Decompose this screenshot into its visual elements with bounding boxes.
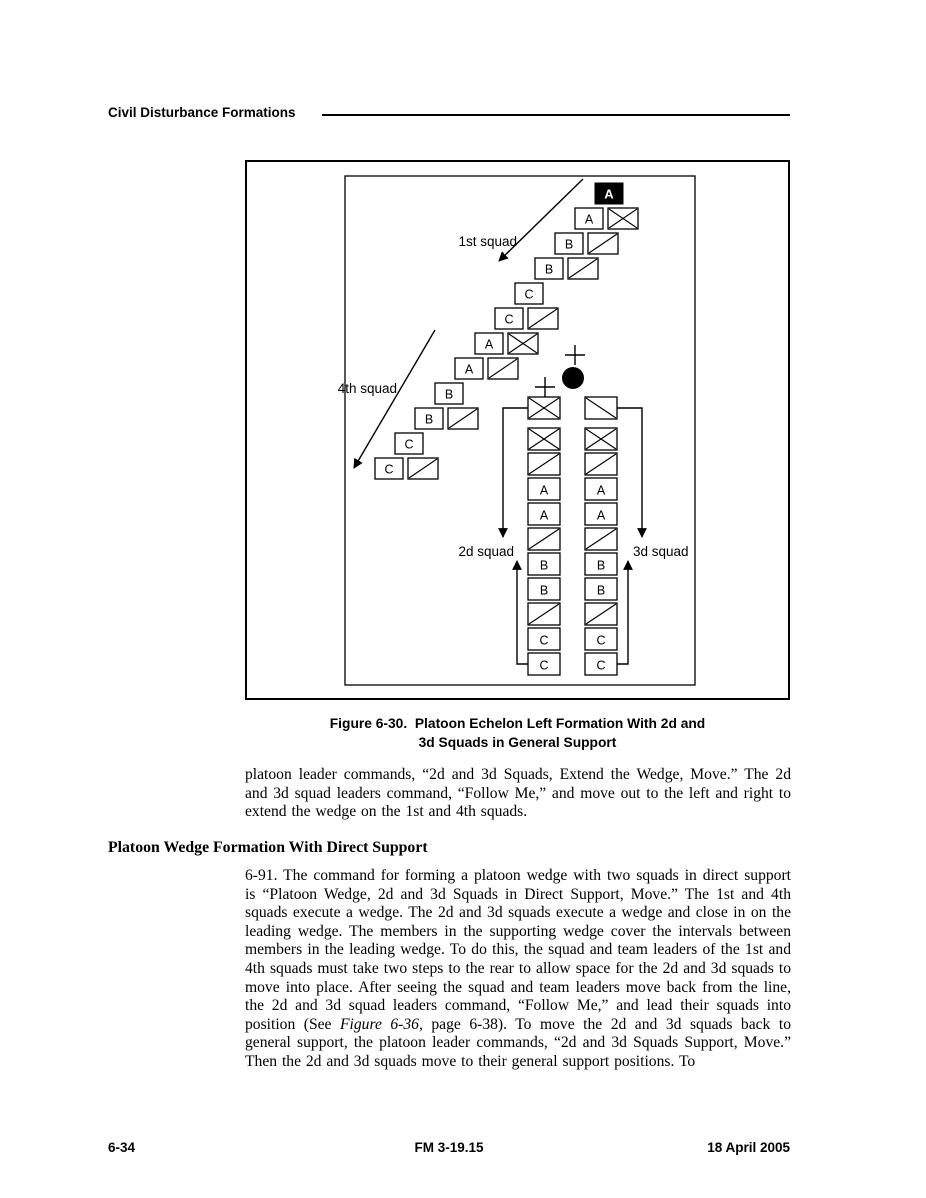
document-number: FM 3-19.15 (414, 1140, 484, 1155)
header-rule (322, 114, 790, 117)
unit-letter: B (545, 263, 553, 277)
figure-caption-line2: 3d Squads in General Support (418, 735, 617, 750)
paragraph-6-91-text-after: page 6-38). To move the 2d and 3d squads… (245, 1015, 791, 1070)
unit-letter: A (585, 213, 594, 227)
unit-box (494, 307, 524, 330)
3d-squad-right-up-arrow (617, 560, 633, 665)
x-mark (508, 333, 538, 354)
publication-date: 18 April 2005 (707, 1140, 790, 1155)
figure-caption: Figure 6-30. Platoon Echelon Left Format… (245, 714, 790, 752)
unit-box (584, 552, 618, 576)
diagonal-mark (488, 358, 518, 379)
unit-letter: C (524, 288, 533, 302)
unit-letter: A (485, 338, 494, 352)
unit-letter: A (540, 484, 549, 498)
x-mark (528, 428, 560, 450)
unit-box (527, 502, 561, 526)
3d-squad-right-down-arrow (617, 407, 647, 538)
unit-letter: B (540, 559, 548, 573)
unit-letter: C (384, 463, 393, 477)
unit-letter: B (540, 584, 548, 598)
diagonal-mark (585, 603, 617, 625)
diagonal-mark (568, 258, 598, 279)
unit-box (584, 477, 618, 501)
unit-box (434, 382, 464, 405)
x-mark (528, 397, 560, 419)
unit-box (584, 627, 618, 651)
label-2d-squad: 2d squad (458, 544, 514, 559)
unit-box (554, 232, 584, 255)
unit-letter: A (597, 484, 606, 498)
figure-6-36-reference: Figure 6-36, (340, 1015, 423, 1033)
unit-letter: A (597, 509, 606, 523)
paragraph-continuation: platoon leader commands, “2d and 3d Squa… (245, 766, 791, 821)
unit-box (584, 577, 618, 601)
4th-squad-direction-arrow (353, 329, 436, 469)
unit-box (394, 432, 424, 455)
unit-letter: B (445, 388, 453, 402)
unit-letter: C (596, 634, 605, 648)
diagonal-mark (528, 308, 558, 329)
diagonal-mark (585, 397, 617, 419)
figure-caption-line1: Figure 6-30. Platoon Echelon Left Format… (329, 716, 706, 731)
2d-squad-left-up-arrow (512, 560, 528, 665)
unit-box (584, 502, 618, 526)
unit-box (374, 457, 404, 480)
diagonal-mark (528, 603, 560, 625)
2d-squad-left-down-arrow (498, 407, 528, 538)
section-heading: Platoon Wedge Formation With Direct Supp… (108, 839, 428, 856)
running-header-title: Civil Disturbance Formations (108, 105, 296, 120)
unit-box (414, 407, 444, 430)
unit-box (514, 282, 544, 305)
unit-letter: A (540, 509, 549, 523)
unit-letter: C (596, 659, 605, 673)
x-mark (585, 428, 617, 450)
unit-letter: A (604, 187, 614, 202)
unit-letter: C (539, 634, 548, 648)
unit-letter: B (565, 238, 573, 252)
unit-letter: C (504, 313, 513, 327)
diagonal-mark (585, 453, 617, 475)
unit-box (527, 577, 561, 601)
unit-letter: A (465, 363, 474, 377)
unit-box (534, 257, 564, 280)
diagonal-mark (528, 453, 560, 475)
diagram-border (344, 175, 696, 686)
unit-letter: C (539, 659, 548, 673)
unit-box (574, 207, 604, 230)
paragraph-6-91: 6-91. The command for forming a platoon … (245, 867, 791, 1072)
label-4th-squad: 4th squad (338, 381, 397, 396)
x-mark (608, 208, 638, 229)
unit-letter: B (597, 559, 605, 573)
unit-letter: C (404, 438, 413, 452)
diagonal-mark (408, 458, 438, 479)
unit-box (527, 627, 561, 651)
label-3d-squad: 3d squad (633, 544, 689, 559)
1st-squad-direction-arrow (498, 178, 584, 262)
unit-box (527, 552, 561, 576)
unit-letter: B (425, 413, 433, 427)
unit-box (527, 477, 561, 501)
page-number: 6-34 (108, 1140, 136, 1155)
paragraph-6-91-text: 6-91. The command for forming a platoon … (245, 867, 791, 1033)
diagonal-mark (448, 408, 478, 429)
page-footer: 6-34 FM 3-19.15 18 April 2005 (108, 1140, 790, 1157)
unit-letter: B (597, 584, 605, 598)
unit-box-platoon-leader (594, 182, 624, 205)
unit-box (474, 332, 504, 355)
filled-circle-symbol (562, 367, 584, 389)
diagonal-mark (585, 528, 617, 550)
diagonal-mark (528, 528, 560, 550)
diagonal-mark (588, 233, 618, 254)
unit-box (454, 357, 484, 380)
label-1st-squad: 1st squad (458, 234, 517, 249)
